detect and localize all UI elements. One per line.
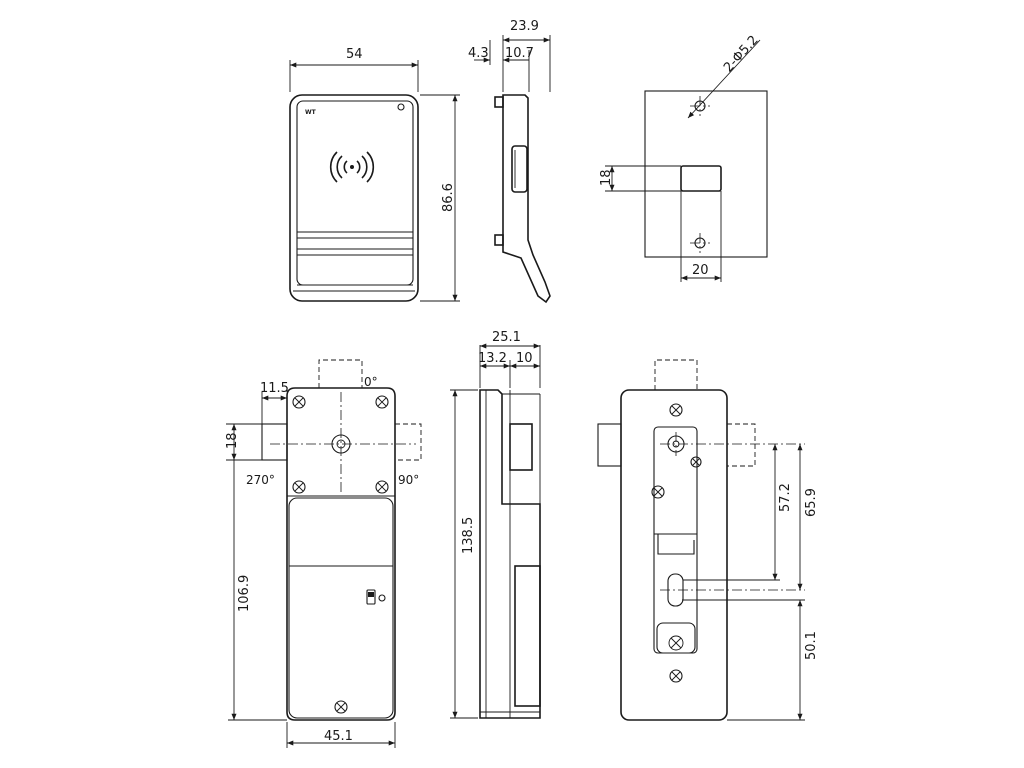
plate-dim-b-label: 65.9 bbox=[804, 488, 819, 517]
plate-view: 57.2 65.9 50.1 bbox=[597, 359, 819, 721]
side-bottom-right-label: 10 bbox=[516, 351, 533, 366]
screw-icon bbox=[334, 700, 348, 714]
rfid-icon bbox=[329, 151, 375, 183]
led-indicator bbox=[397, 103, 405, 111]
bolt-offset-label: 11.5 bbox=[260, 381, 289, 396]
screw-icon bbox=[669, 669, 683, 683]
bolt-height-label: 18 bbox=[225, 432, 240, 449]
screw-icon bbox=[669, 403, 683, 417]
side-bottom-overall-label: 25.1 bbox=[492, 330, 521, 345]
screw-icon bbox=[375, 480, 389, 494]
side-view-bottom: 25.1 13.2 10 138.5 bbox=[450, 330, 541, 719]
angle-left-label: 270° bbox=[246, 473, 275, 487]
side-top-left-label: 4.3 bbox=[468, 46, 489, 61]
screw-icon bbox=[292, 395, 306, 409]
slot-width-label: 20 bbox=[692, 263, 709, 278]
front-height-label: 86.6 bbox=[441, 183, 456, 212]
side-top-right-label: 10.7 bbox=[505, 46, 534, 61]
plate-dim-c-label: 50.1 bbox=[804, 631, 819, 660]
plate-dim-a-label: 57.2 bbox=[778, 483, 793, 512]
side-view-top: 23.9 4.3 10.7 bbox=[468, 19, 551, 304]
side-bottom-height-label: 138.5 bbox=[461, 517, 476, 554]
slot-height-label: 18 bbox=[599, 169, 614, 186]
screw-icon bbox=[651, 485, 665, 499]
front-width-label: 54 bbox=[346, 47, 363, 62]
back-width-label: 45.1 bbox=[324, 729, 353, 744]
angle-right-label: 90° bbox=[398, 473, 419, 487]
holes-label: 2-Φ5.2 bbox=[721, 33, 762, 76]
angle-top-label: 0° bbox=[364, 375, 378, 389]
back-height-label: 106.9 bbox=[237, 575, 252, 612]
screw-icon bbox=[292, 480, 306, 494]
front-view: WT 54 86.6 bbox=[289, 47, 460, 302]
side-top-overall-label: 23.9 bbox=[510, 19, 539, 34]
screw-icon bbox=[375, 395, 389, 409]
screw-icon bbox=[690, 456, 702, 468]
side-bottom-left-label: 13.2 bbox=[478, 351, 507, 366]
logo: WT bbox=[305, 109, 317, 116]
cutout-view: 2-Φ5.2 18 20 bbox=[599, 33, 768, 282]
back-view: 0° 270° 90° 11.5 18 106.9 45.1 bbox=[225, 359, 422, 748]
